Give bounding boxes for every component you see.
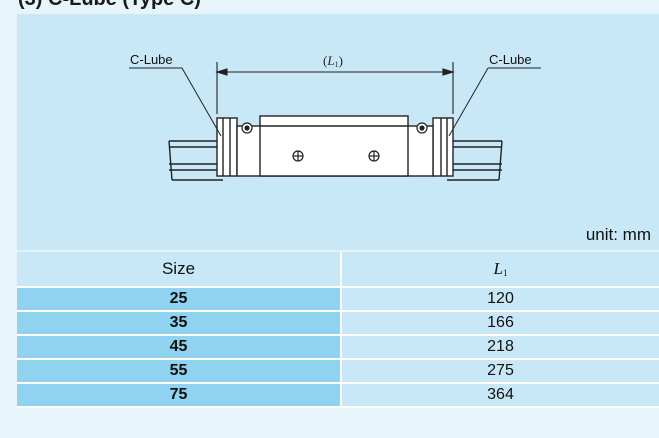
cell-l1: 218 [341,335,659,360]
cell-size: 45 [17,335,342,360]
cell-size: 55 [17,359,342,384]
dimension-symbol: L [326,53,334,68]
dimension-l1 [215,62,455,114]
cell-l1: 120 [341,287,659,312]
table-row: 55 275 [17,359,659,384]
table-row: 25 120 [17,287,659,312]
l1-dimension-table: Size L1 25 120 35 166 45 218 55 275 75 3… [17,252,659,408]
cell-size: 35 [17,311,342,336]
table-row: 35 166 [17,311,659,336]
leader-lines [129,67,541,137]
diagram-panel: (L1) C-Lube C-Lube unit: mm [17,14,659,250]
mounting-bolt-left [292,150,304,162]
rail-left [168,140,223,181]
cell-size: 25 [17,287,342,312]
c-lube-block-diagram: (L1) C-Lube C-Lube [129,52,541,181]
cell-l1: 364 [341,383,659,408]
c-lube-plate-left [216,117,238,177]
dimension-subscript: 1 [335,60,339,69]
header-l1: L1 [341,252,659,288]
unit-label: unit: mm [585,225,651,244]
table-row: 75 364 [17,383,659,408]
corner-screw-right [416,122,428,134]
cell-l1: 166 [341,311,659,336]
cell-size: 75 [17,383,342,408]
table-row: 45 218 [17,335,659,360]
rail-right [447,140,503,181]
header-l1-symbol: L [493,259,503,278]
mounting-bolt-right [368,150,380,162]
header-l1-subscript: 1 [502,268,508,278]
slide-block [236,115,434,177]
header-size: Size [17,252,342,288]
cell-l1: 275 [341,359,659,384]
dimension-label: (L1) [323,53,343,69]
section-heading: (3) C-Lube (Type C) [18,0,201,11]
c-lube-label-right: C-Lube [489,52,532,67]
table-header-row: Size L1 [17,252,659,288]
section-heading-strip: (3) C-Lube (Type C) [0,0,659,14]
c-lube-plate-right [432,117,454,177]
c-lube-label-left: C-Lube [130,52,173,67]
corner-screw-left [241,122,253,134]
